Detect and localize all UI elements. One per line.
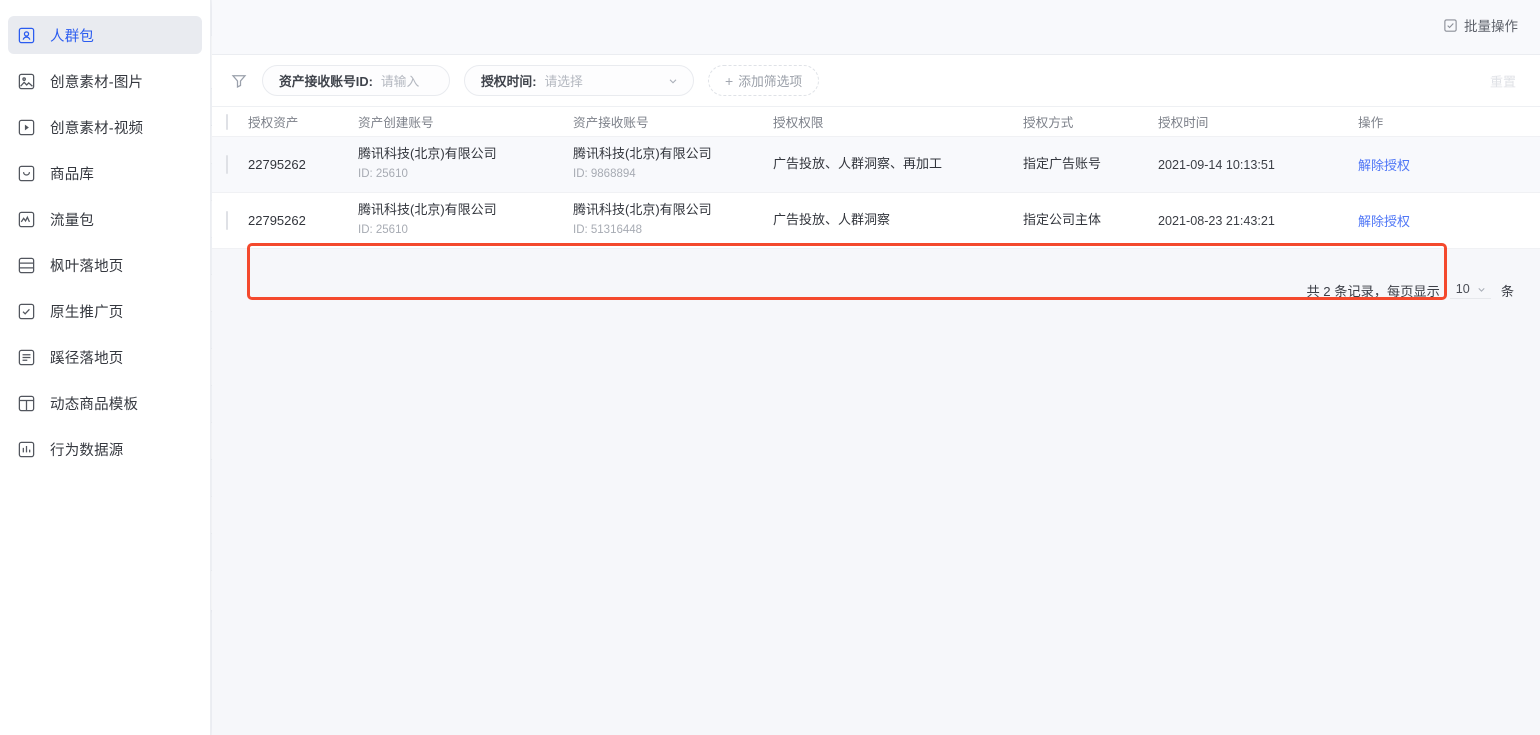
path-landing-icon bbox=[16, 347, 36, 367]
row-select-cell[interactable] bbox=[212, 210, 248, 230]
authorization-panel: 批量操作 资产接收账号ID: 请输入 授权时间: 请选择 bbox=[212, 0, 1540, 735]
row-checkbox[interactable] bbox=[226, 154, 228, 174]
recv-account-name: 腾讯科技(北京)有限公司 bbox=[573, 146, 712, 162]
page-size-value: 10 bbox=[1455, 282, 1470, 296]
column-header-create-acct: 资产创建账号 bbox=[358, 116, 434, 130]
auth-time-value: 请选择 bbox=[544, 74, 583, 89]
add-filter-button[interactable]: + 添加筛选项 bbox=[708, 65, 820, 96]
auth-time: 2021-09-14 10:13:51 bbox=[1158, 157, 1275, 172]
column-header-method: 授权方式 bbox=[1023, 116, 1074, 130]
add-filter-label: 添加筛选项 bbox=[738, 74, 803, 89]
auth-method: 指定广告账号 bbox=[1023, 156, 1102, 172]
sidebar-item-label: 原生推广页 bbox=[50, 304, 124, 321]
column-header-time: 授权时间 bbox=[1158, 116, 1209, 130]
sidebar-item-label: 行为数据源 bbox=[50, 442, 124, 459]
batch-operation-label: 批量操作 bbox=[1464, 19, 1518, 34]
sidebar-item-traffic[interactable]: 流量包 bbox=[8, 200, 202, 238]
batch-operation-button[interactable]: 批量操作 bbox=[1443, 15, 1518, 35]
revoke-auth-link[interactable]: 解除授权 bbox=[1358, 213, 1411, 229]
chevron-down-icon bbox=[667, 75, 679, 87]
create-account-id: ID: 25610 bbox=[358, 168, 408, 181]
sidebar-item-label: 动态商品模板 bbox=[50, 396, 139, 413]
column-header-permission: 授权权限 bbox=[773, 116, 824, 130]
asset-receiver-id-label: 资产接收账号ID: bbox=[279, 74, 373, 89]
sidebar-item-creative-video[interactable]: 创意素材-视频 bbox=[8, 108, 202, 146]
column-header-recv-acct: 资产接收账号 bbox=[573, 116, 649, 130]
permissions: 广告投放、人群洞察 bbox=[773, 212, 891, 228]
sidebar: 人群包 创意素材-图片 创意素材-视频 bbox=[0, 0, 211, 735]
asset-id: 22795262 bbox=[248, 156, 306, 172]
native-promo-icon bbox=[16, 301, 36, 321]
filter-bar: 资产接收账号ID: 请输入 授权时间: 请选择 + 添加筛选项 重置 bbox=[212, 55, 1540, 107]
sidebar-item-label: 商品库 bbox=[50, 166, 95, 183]
sidebar-item-label: 创意素材-视频 bbox=[50, 120, 144, 137]
authorization-table: 授权资产 资产创建账号 资产接收账号 授权权限 授权方式 授权时间 操作 227… bbox=[212, 107, 1540, 300]
column-header-asset: 授权资产 bbox=[248, 116, 299, 130]
pagination-unit-label: 条 bbox=[1500, 283, 1514, 299]
sidebar-item-audience[interactable]: 人群包 bbox=[8, 16, 202, 54]
sidebar-item-maple-landing[interactable]: 枫叶落地页 bbox=[8, 246, 202, 284]
sidebar-item-behavior-data[interactable]: 行为数据源 bbox=[8, 430, 202, 468]
column-header-operation: 操作 bbox=[1358, 116, 1384, 130]
revoke-auth-link[interactable]: 解除授权 bbox=[1358, 157, 1411, 173]
auth-method: 指定公司主体 bbox=[1023, 212, 1102, 228]
table-header-row: 授权资产 资产创建账号 资产接收账号 授权权限 授权方式 授权时间 操作 bbox=[212, 107, 1540, 137]
asset-receiver-id-input[interactable]: 请输入 bbox=[380, 74, 420, 89]
sidebar-item-native-promo[interactable]: 原生推广页 bbox=[8, 292, 202, 330]
audience-icon bbox=[16, 25, 36, 45]
sidebar-item-label: 人群包 bbox=[50, 28, 95, 45]
auth-time-filter[interactable]: 授权时间: 请选择 bbox=[464, 65, 694, 96]
row-select-cell[interactable] bbox=[212, 154, 248, 174]
table-row: 22795262 腾讯科技(北京)有限公司 ID: 25610 腾讯科技(北京)… bbox=[212, 193, 1540, 249]
chevron-down-icon bbox=[1476, 284, 1487, 295]
product-library-icon bbox=[16, 163, 36, 183]
image-icon bbox=[16, 71, 36, 91]
landing-page-icon bbox=[16, 255, 36, 275]
funnel-icon bbox=[230, 72, 248, 90]
create-account-name: 腾讯科技(北京)有限公司 bbox=[358, 202, 497, 218]
select-all-cell[interactable] bbox=[212, 113, 248, 130]
reset-link[interactable]: 重置 bbox=[1489, 74, 1516, 89]
row-checkbox[interactable] bbox=[226, 210, 228, 230]
asset-receiver-id-filter[interactable]: 资产接收账号ID: 请输入 bbox=[262, 65, 450, 96]
auth-time-label: 授权时间: bbox=[481, 74, 537, 89]
sidebar-item-dynamic-template[interactable]: 动态商品模板 bbox=[8, 384, 202, 422]
recv-account-id: ID: 51316448 bbox=[573, 224, 643, 237]
behavior-data-icon bbox=[16, 439, 36, 459]
sidebar-item-path-landing[interactable]: 蹊径落地页 bbox=[8, 338, 202, 376]
select-all-checkbox[interactable] bbox=[226, 113, 228, 130]
sidebar-item-creative-image[interactable]: 创意素材-图片 bbox=[8, 62, 202, 100]
recv-account-id: ID: 9868894 bbox=[573, 168, 636, 181]
plus-icon: + bbox=[725, 72, 734, 89]
sidebar-item-product-library[interactable]: 商品库 bbox=[8, 154, 202, 192]
traffic-icon bbox=[16, 209, 36, 229]
pagination-total-label: 共 2 条记录，每页显示 bbox=[1306, 283, 1440, 299]
create-account-id: ID: 25610 bbox=[358, 224, 408, 237]
permissions: 广告投放、人群洞察、再加工 bbox=[773, 156, 943, 172]
checkbox-square-icon bbox=[1443, 18, 1458, 33]
recv-account-name: 腾讯科技(北京)有限公司 bbox=[573, 202, 712, 218]
dynamic-template-icon bbox=[16, 393, 36, 413]
table-row: 22795262 腾讯科技(北京)有限公司 ID: 25610 腾讯科技(北京)… bbox=[212, 137, 1540, 193]
create-account-name: 腾讯科技(北京)有限公司 bbox=[358, 146, 497, 162]
panel-empty-area bbox=[212, 305, 1540, 735]
sidebar-item-label: 流量包 bbox=[50, 212, 95, 229]
sidebar-item-label: 创意素材-图片 bbox=[50, 74, 144, 91]
asset-id: 22795262 bbox=[248, 212, 306, 228]
sidebar-item-label: 枫叶落地页 bbox=[50, 258, 124, 275]
page-size-select[interactable]: 10 bbox=[1449, 281, 1491, 299]
video-icon bbox=[16, 117, 36, 137]
pagination: 共 2 条记录，每页显示 10 条 bbox=[212, 249, 1540, 309]
auth-time: 2021-08-23 21:43:21 bbox=[1158, 213, 1275, 228]
sidebar-item-label: 蹊径落地页 bbox=[50, 350, 124, 367]
panel-header: 批量操作 bbox=[212, 0, 1540, 55]
